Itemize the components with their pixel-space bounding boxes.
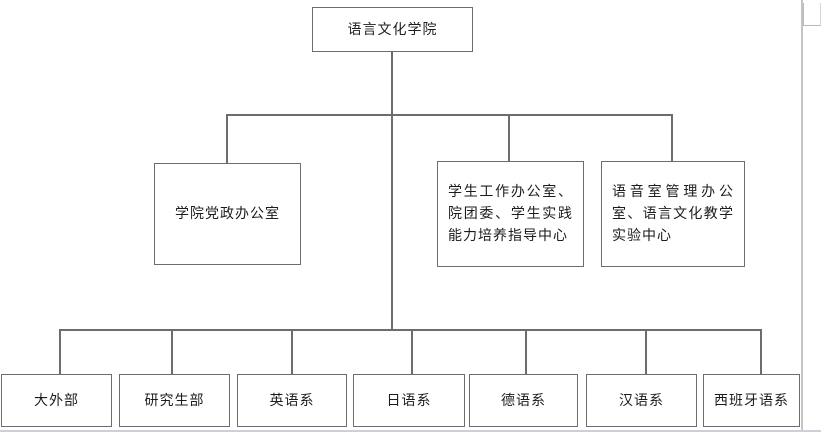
connector-drop-dept-4	[411, 329, 413, 375]
org-node-dept-dawaibu-label: 大外部	[34, 392, 79, 409]
org-node-student-office-label: 学生工作办公室、院团委、学生实践能力培养指导中心	[448, 184, 573, 244]
org-node-dept-german: 德语系	[469, 374, 578, 427]
connector-root-vertical	[391, 52, 393, 330]
org-node-lab-center-label: 语音室管理办公室、语言文化教学实验中心	[612, 184, 734, 244]
org-node-dept-english: 英语系	[237, 374, 347, 427]
org-node-dept-english-label: 英语系	[269, 392, 315, 409]
org-node-root-label: 语言文化学院	[347, 21, 438, 38]
connector-level3-horizontal	[59, 329, 762, 331]
org-node-dept-graduate-label: 研究生部	[144, 392, 205, 409]
connector-drop-dept-3	[291, 329, 293, 375]
connector-drop-dept-5	[525, 329, 527, 375]
connector-drop-dept-7	[760, 329, 762, 375]
org-node-dept-japanese: 日语系	[353, 374, 465, 427]
org-node-dept-chinese-label: 汉语系	[619, 392, 664, 409]
connector-drop-dept-2	[171, 329, 173, 375]
org-node-root: 语言文化学院	[312, 7, 473, 52]
org-node-student-office: 学生工作办公室、院团委、学生实践能力培养指导中心	[437, 161, 584, 267]
connector-drop-dept-1	[59, 329, 61, 375]
org-node-dept-chinese: 汉语系	[586, 374, 697, 427]
org-node-dept-spanish-label: 西班牙语系	[714, 392, 789, 409]
org-node-party-office: 学院党政办公室	[154, 163, 301, 265]
org-node-lab-center: 语音室管理办公室、语言文化教学实验中心	[601, 161, 745, 267]
connector-drop-party-office	[226, 114, 228, 164]
page-bottom-edge	[0, 430, 821, 432]
connector-drop-lab-center	[671, 114, 673, 162]
connector-drop-dept-6	[645, 329, 647, 375]
org-node-dept-spanish: 西班牙语系	[703, 374, 800, 427]
org-node-dept-japanese-label: 日语系	[386, 392, 432, 409]
connector-drop-student-office	[508, 114, 510, 162]
connector-level2-horizontal	[226, 114, 673, 116]
org-node-dept-german-label: 德语系	[501, 392, 546, 409]
org-node-dept-dawaibu: 大外部	[1, 374, 112, 427]
org-node-dept-graduate: 研究生部	[119, 374, 230, 427]
scrollbar-top-corner[interactable]	[803, 3, 821, 26]
scrollbar-track-edge[interactable]	[801, 0, 803, 431]
org-node-party-office-label: 学院党政办公室	[175, 206, 280, 222]
